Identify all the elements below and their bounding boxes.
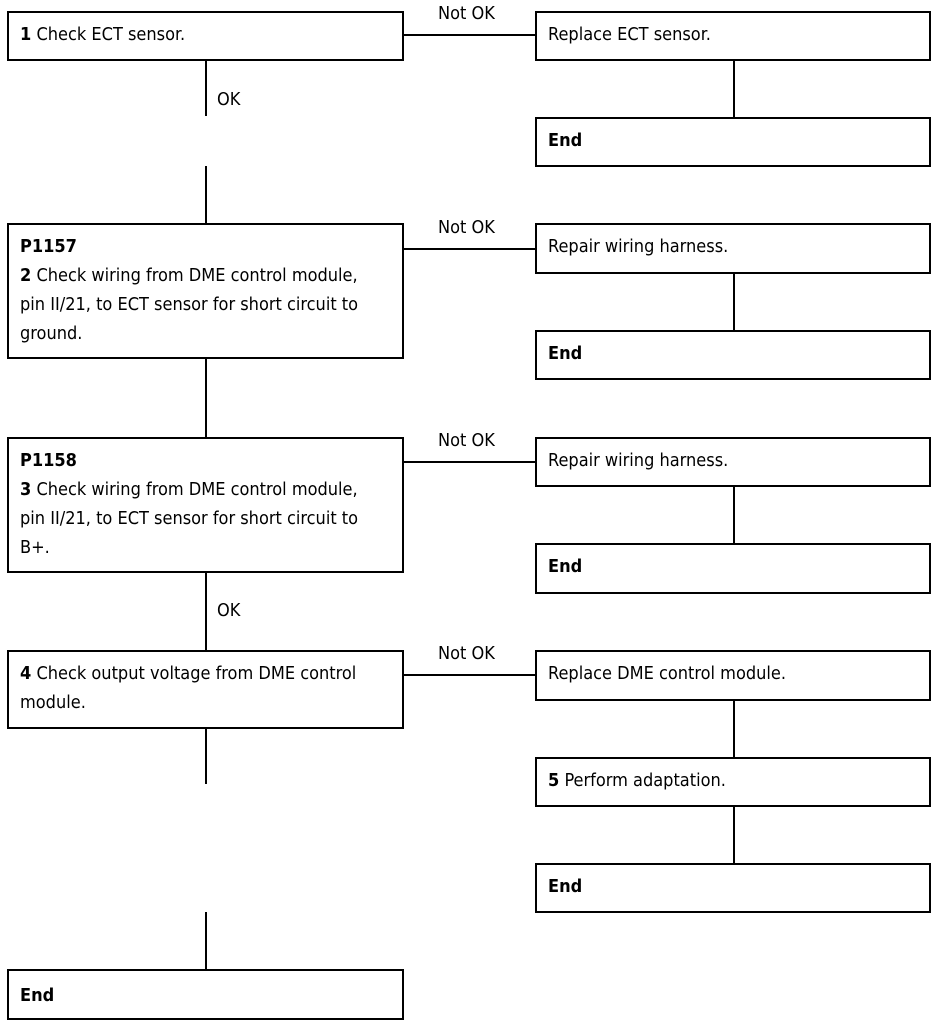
not-ok-label-1: Not OK — [438, 3, 495, 24]
step-number: 2 — [20, 265, 32, 286]
dtc-code: P1158 — [20, 450, 77, 471]
action-replace-dme-module: Replace DME control module. — [535, 650, 931, 701]
action-repair-wiring-2: Repair wiring harness. — [535, 437, 931, 487]
step-4-box: 4 Check output voltage from DME control … — [7, 650, 404, 729]
action-text: Replace DME control module. — [548, 663, 787, 684]
end-box-3: End — [535, 543, 931, 594]
not-ok-label-3: Not OK — [438, 430, 495, 451]
step-text: Check wiring from DME control module, pi… — [20, 265, 359, 344]
end-box-final: End — [7, 969, 404, 1020]
step-number: 4 — [20, 663, 32, 684]
connector-a2-end — [733, 273, 735, 331]
step-text: Check ECT sensor. — [36, 24, 186, 45]
connector-a1-end — [733, 60, 735, 118]
not-ok-label-2: Not OK — [438, 217, 495, 238]
connector-4-ok-upper — [205, 728, 207, 784]
step-body: 3 Check wiring from DME control module, … — [20, 475, 360, 562]
connector-a3-end — [733, 486, 735, 544]
connector-4-ok-lower — [205, 912, 207, 970]
step-2-box: P1157 2 Check wiring from DME control mo… — [7, 223, 404, 359]
action-replace-ect-sensor: Replace ECT sensor. — [535, 11, 931, 61]
action-text: Replace ECT sensor. — [548, 24, 711, 45]
end-box-2: End — [535, 330, 931, 380]
step-number: 1 — [20, 24, 32, 45]
action-repair-wiring-1: Repair wiring harness. — [535, 223, 931, 274]
connector-3-not-ok — [403, 461, 536, 463]
step-body: 2 Check wiring from DME control module, … — [20, 261, 360, 348]
connector-3-4 — [205, 572, 207, 650]
action-perform-adaptation: 5 Perform adaptation. — [535, 757, 931, 807]
action-text: Perform adaptation. — [564, 770, 726, 791]
step-3-box: P1158 3 Check wiring from DME control mo… — [7, 437, 404, 573]
step-body: 4 Check output voltage from DME control … — [20, 659, 390, 717]
connector-2-not-ok — [403, 248, 536, 250]
end-box-4: End — [535, 863, 931, 913]
end-box-1: End — [535, 117, 931, 167]
step-text: Check wiring from DME control module, pi… — [20, 479, 359, 558]
connector-1-ok-lower — [205, 166, 207, 224]
step-number: 3 — [20, 479, 32, 500]
ok-label-1: OK — [217, 89, 241, 110]
connector-a5-end — [733, 806, 735, 864]
connector-4-not-ok — [403, 674, 536, 676]
not-ok-label-4: Not OK — [438, 643, 495, 664]
dtc-code: P1157 — [20, 236, 77, 257]
connector-a4-a5 — [733, 700, 735, 758]
connector-1-not-ok — [403, 34, 536, 36]
connector-2-3 — [205, 358, 207, 438]
action-text: Repair wiring harness. — [548, 450, 729, 471]
ok-label-3: OK — [217, 600, 241, 621]
action-text: Repair wiring harness. — [548, 236, 729, 257]
step-1-box: 1 Check ECT sensor. — [7, 11, 404, 61]
connector-1-ok-upper — [205, 60, 207, 116]
step-text: Check output voltage from DME control mo… — [20, 663, 357, 713]
step-number: 5 — [548, 770, 560, 791]
